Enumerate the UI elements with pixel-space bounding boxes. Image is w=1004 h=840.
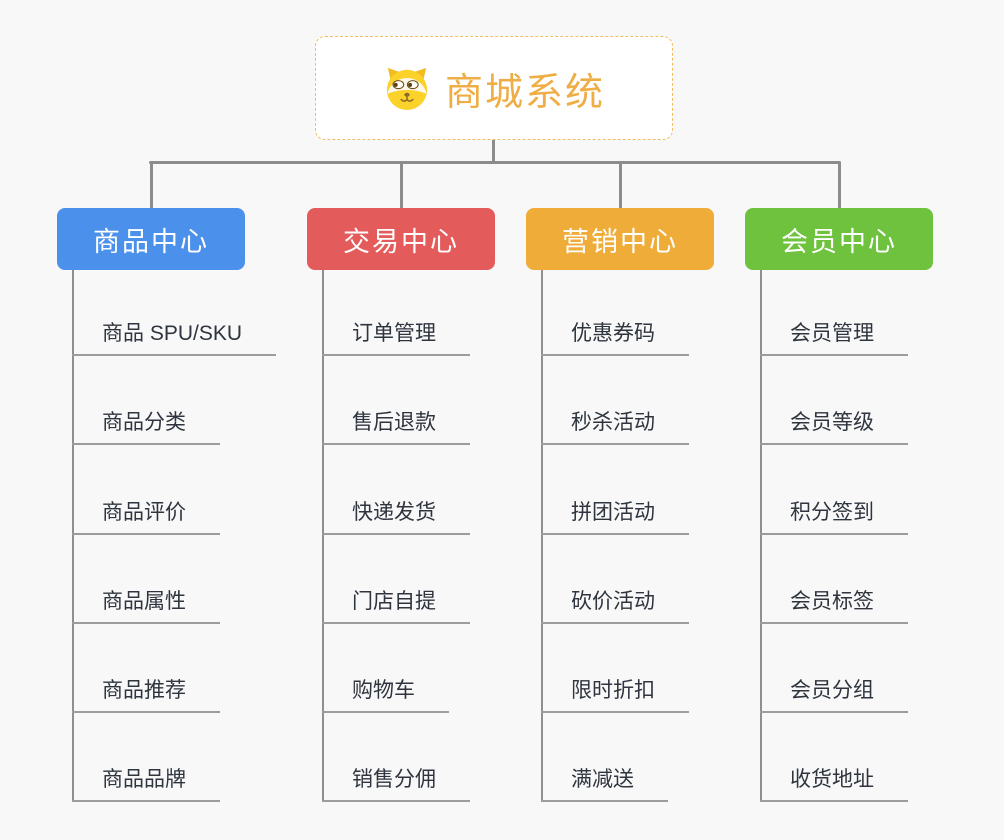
child-node[interactable]: 快递发货 xyxy=(322,498,470,535)
branch-label: 会员中心 xyxy=(781,226,897,257)
child-node[interactable]: 会员分组 xyxy=(760,676,908,713)
child-node[interactable]: 商品推荐 xyxy=(72,676,220,713)
child-node[interactable]: 会员管理 xyxy=(760,319,908,356)
connector-branch-drop xyxy=(399,163,403,208)
child-node[interactable]: 砍价活动 xyxy=(541,587,689,624)
branch-node-3[interactable]: 营销中心 xyxy=(526,208,714,270)
child-node[interactable]: 商品属性 xyxy=(72,587,220,624)
branch-label: 商品中心 xyxy=(93,226,209,257)
child-node[interactable]: 售后退款 xyxy=(322,408,470,445)
child-node[interactable]: 积分签到 xyxy=(760,498,908,535)
child-node[interactable]: 商品品牌 xyxy=(72,765,220,802)
child-node[interactable]: 商品分类 xyxy=(72,408,220,445)
root-node[interactable]: 商城系统 xyxy=(315,36,673,140)
child-node[interactable]: 限时折扣 xyxy=(541,676,689,713)
child-node[interactable]: 门店自提 xyxy=(322,587,470,624)
connector-branch-drop xyxy=(149,163,153,208)
connector-branch-drop xyxy=(837,163,841,208)
branch-node-1[interactable]: 商品中心 xyxy=(57,208,245,270)
branch-trunk xyxy=(322,270,324,802)
branch-trunk xyxy=(541,270,543,802)
child-node[interactable]: 商品评价 xyxy=(72,498,220,535)
branch-trunk xyxy=(72,270,74,802)
child-node[interactable]: 优惠券码 xyxy=(541,319,689,356)
child-node[interactable]: 购物车 xyxy=(322,676,449,713)
child-node[interactable]: 拼团活动 xyxy=(541,498,689,535)
branch-node-2[interactable]: 交易中心 xyxy=(307,208,495,270)
child-node[interactable]: 销售分佣 xyxy=(322,765,470,802)
child-node[interactable]: 收货地址 xyxy=(760,765,908,802)
connector-root-drop xyxy=(492,140,495,164)
branch-node-4[interactable]: 会员中心 xyxy=(745,208,933,270)
child-node[interactable]: 会员等级 xyxy=(760,408,908,445)
child-node[interactable]: 会员标签 xyxy=(760,587,908,624)
root-title: 商城系统 xyxy=(444,71,605,114)
connector-rail xyxy=(149,161,841,164)
connector-branch-drop xyxy=(618,163,622,208)
dog-face-icon xyxy=(386,67,428,111)
child-node[interactable]: 秒杀活动 xyxy=(541,408,689,445)
branch-label: 营销中心 xyxy=(562,226,678,257)
branch-trunk xyxy=(760,270,762,802)
child-node[interactable]: 满减送 xyxy=(541,765,668,802)
branch-label: 交易中心 xyxy=(343,226,459,257)
child-node[interactable]: 订单管理 xyxy=(322,319,470,356)
child-node[interactable]: 商品 SPU/SKU xyxy=(72,319,277,356)
